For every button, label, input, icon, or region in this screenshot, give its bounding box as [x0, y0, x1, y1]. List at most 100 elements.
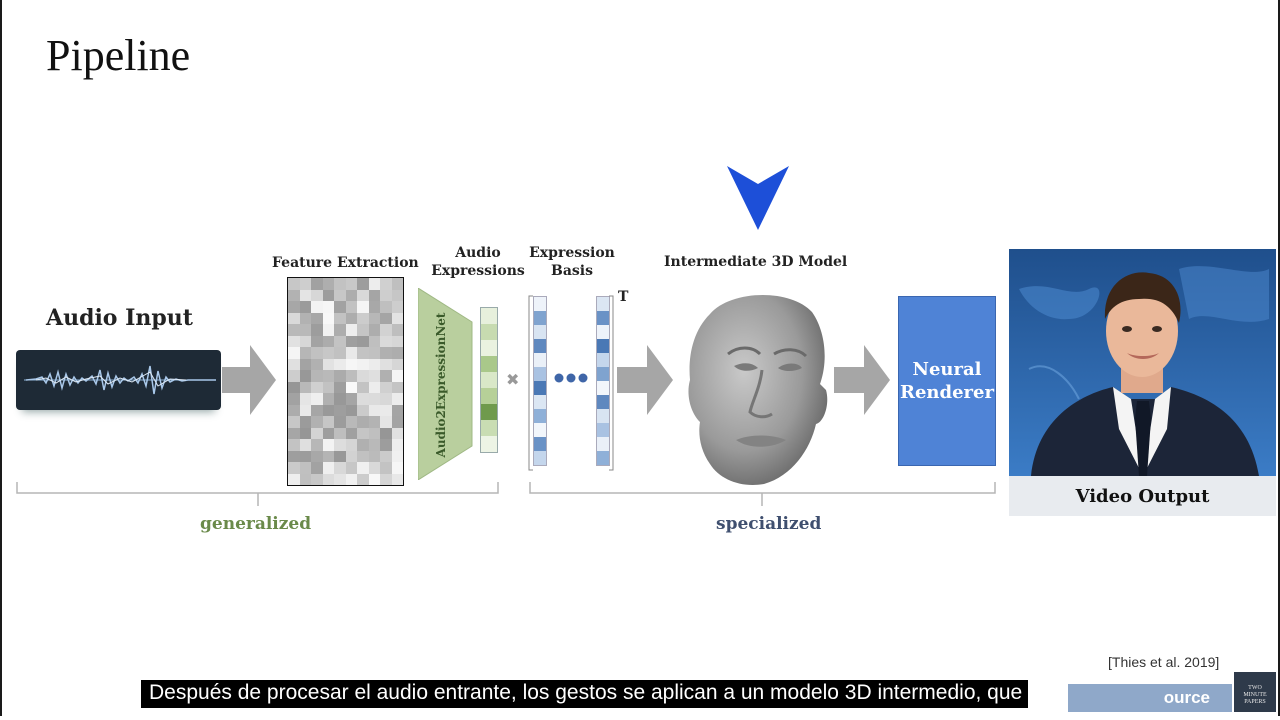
matrix-cell: [345, 312, 357, 324]
audio-input-label: Audio Input: [46, 305, 193, 331]
matrix-cell: [368, 404, 380, 416]
matrix-cell: [368, 473, 380, 485]
matrix-cell: [299, 439, 311, 451]
matrix-cell: [311, 312, 323, 324]
matrix-cell: [322, 335, 334, 347]
matrix-cell: [345, 450, 357, 462]
basis-bracket-right: [609, 295, 614, 471]
matrix-cell: [357, 324, 369, 336]
matrix-cell: [357, 404, 369, 416]
matrix-cell: [299, 289, 311, 301]
matrix-cell: [288, 358, 300, 370]
video-subtitle: Después de procesar el audio entrante, l…: [141, 680, 1029, 708]
matrix-cell: [288, 462, 300, 474]
matrix-cell: [311, 335, 323, 347]
matrix-cell: [345, 370, 357, 382]
matrix-cell: [391, 416, 403, 428]
matrix-cell: [334, 416, 346, 428]
matrix-cell: [322, 473, 334, 485]
matrix-cell: [288, 404, 300, 416]
matrix-cell: [368, 427, 380, 439]
matrix-cell: [380, 312, 392, 324]
matrix-cell: [380, 324, 392, 336]
matrix-cell: [391, 439, 403, 451]
matrix-cell: [368, 450, 380, 462]
matrix-cell: [368, 439, 380, 451]
matrix-cell: [391, 381, 403, 393]
matrix-cell: [299, 324, 311, 336]
specialized-brace: [529, 482, 996, 494]
matrix-cell: [334, 473, 346, 485]
matrix-cell: [357, 416, 369, 428]
matrix-cell: [311, 427, 323, 439]
matrix-cell: [334, 347, 346, 359]
matrix-cell: [368, 462, 380, 474]
matrix-cell: [334, 312, 346, 324]
matrix-cell: [322, 289, 334, 301]
channel-logo: TWO MINUTE PAPERS: [1234, 672, 1276, 712]
matrix-cell: [311, 462, 323, 474]
matrix-cell: [311, 439, 323, 451]
matrix-cell: [311, 450, 323, 462]
matrix-cell: [311, 278, 323, 290]
feature-extraction-label: Feature Extraction: [272, 255, 419, 271]
matrix-cell: [391, 393, 403, 405]
matrix-cell: [299, 416, 311, 428]
matrix-cell: [391, 335, 403, 347]
matrix-cell: [311, 324, 323, 336]
matrix-cell: [334, 370, 346, 382]
pointer-cursor-icon: [727, 166, 789, 230]
transpose-label: T: [618, 289, 629, 305]
matrix-cell: [391, 301, 403, 313]
matrix-cell: [299, 450, 311, 462]
matrix-cell: [391, 358, 403, 370]
matrix-cell: [299, 393, 311, 405]
matrix-cell: [391, 450, 403, 462]
matrix-cell: [311, 393, 323, 405]
matrix-cell: [357, 278, 369, 290]
matrix-cell: [357, 370, 369, 382]
basis-bracket-left: [528, 295, 533, 471]
matrix-cell: [322, 393, 334, 405]
matrix-cell: [299, 381, 311, 393]
expression-basis-vector-last: [596, 296, 610, 466]
arrow-right-icon: [617, 345, 673, 415]
matrix-cell: [322, 324, 334, 336]
renderer-line-2: Renderer: [900, 382, 994, 403]
matrix-cell: [380, 462, 392, 474]
matrix-cell: [357, 450, 369, 462]
matrix-cell: [334, 450, 346, 462]
matrix-cell: [299, 335, 311, 347]
video-output-frame: [1009, 249, 1276, 476]
matrix-cell: [368, 324, 380, 336]
matrix-cell: [357, 289, 369, 301]
matrix-cell: [334, 289, 346, 301]
matrix-cell: [345, 473, 357, 485]
matrix-cell: [288, 393, 300, 405]
matrix-cell: [311, 289, 323, 301]
matrix-cell: [391, 312, 403, 324]
matrix-cell: [357, 312, 369, 324]
matrix-cell: [380, 289, 392, 301]
matrix-cell: [391, 473, 403, 485]
matrix-cell: [299, 462, 311, 474]
matrix-cell: [299, 404, 311, 416]
matrix-cell: [311, 381, 323, 393]
matrix-cell: [345, 404, 357, 416]
matrix-cell: [357, 473, 369, 485]
matrix-cell: [322, 278, 334, 290]
arrow-right-icon: [222, 345, 276, 415]
matrix-cell: [345, 301, 357, 313]
matrix-cell: [288, 312, 300, 324]
source-badge[interactable]: ource: [1068, 684, 1232, 712]
matrix-cell: [311, 347, 323, 359]
expression-basis-label: Expression Basis: [529, 245, 615, 279]
matrix-cell: [288, 289, 300, 301]
matrix-cell: [322, 312, 334, 324]
matrix-cell: [368, 301, 380, 313]
matrix-cell: [288, 278, 300, 290]
matrix-cell: [311, 370, 323, 382]
matrix-cell: [380, 278, 392, 290]
matrix-cell: [288, 301, 300, 313]
matrix-cell: [380, 473, 392, 485]
